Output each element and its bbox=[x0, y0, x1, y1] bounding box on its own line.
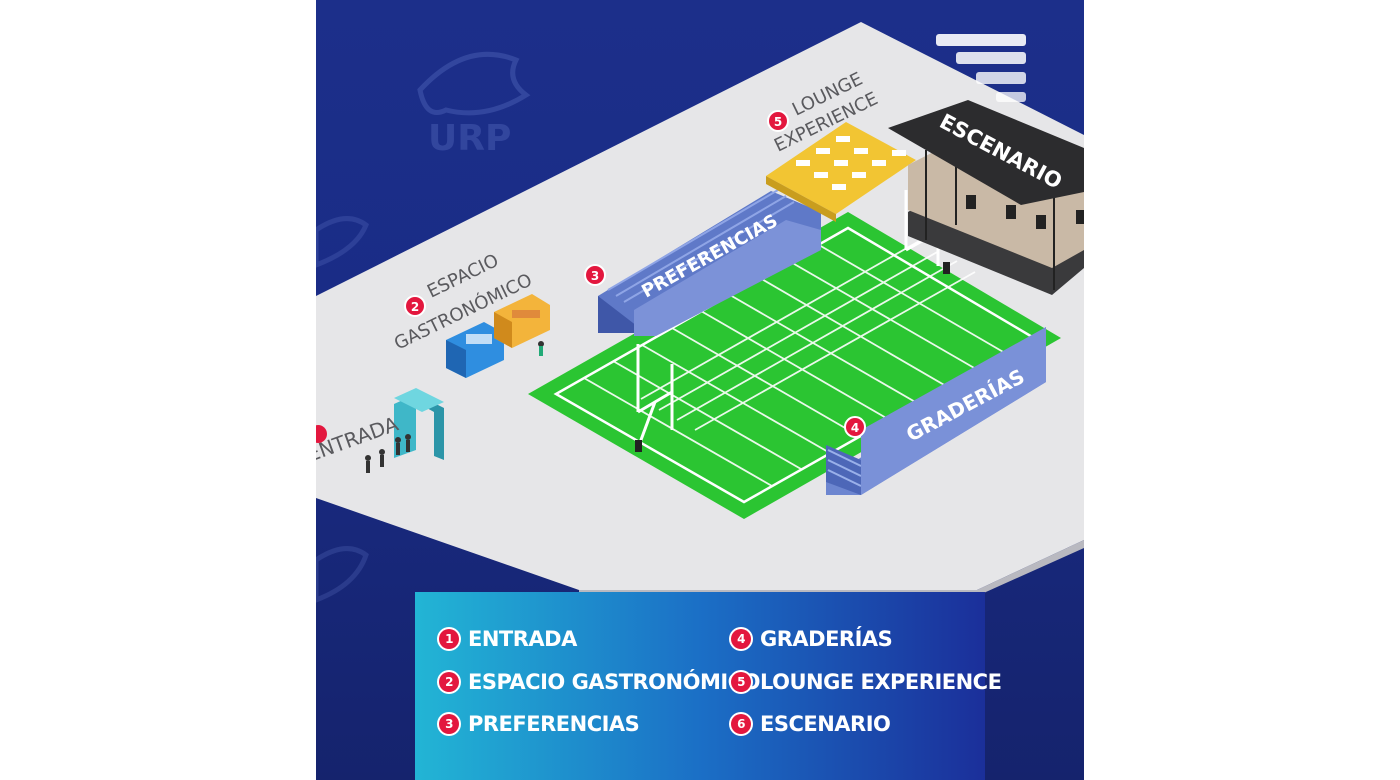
stage-roof bbox=[888, 100, 1084, 205]
event-map-canvas: URP bbox=[316, 0, 1084, 780]
legend-label: LOUNGE EXPERIENCE bbox=[760, 670, 1002, 694]
legend-number: 1 bbox=[439, 629, 459, 649]
marker-1 bbox=[316, 425, 327, 443]
marker-2-number: 2 bbox=[411, 300, 419, 314]
legend-item-graderias: 4 GRADERÍAS bbox=[731, 627, 893, 651]
lounge-area bbox=[766, 122, 916, 222]
marker-3-number: 3 bbox=[591, 269, 599, 283]
legend-number: 3 bbox=[439, 714, 459, 734]
watermark-text: URP bbox=[428, 118, 511, 159]
legend-label: ENTRADA bbox=[468, 627, 577, 651]
marker-2: 2 bbox=[404, 295, 426, 317]
legend-item-escenario: 6 ESCENARIO bbox=[731, 712, 891, 736]
legend-label: GRADERÍAS bbox=[760, 627, 893, 651]
floor-edge-shadow bbox=[579, 540, 1084, 596]
legend-label: ESPACIO GASTRONÓMICO bbox=[468, 670, 760, 694]
entrance-people bbox=[365, 434, 411, 473]
legend-number: 4 bbox=[731, 629, 751, 649]
marker-4-number: 4 bbox=[851, 421, 859, 435]
marker-5: 5 bbox=[767, 110, 789, 132]
legend-label: ESCENARIO bbox=[760, 712, 891, 736]
stadium-lights-icon bbox=[936, 34, 1026, 102]
urp-watermark-logo: URP bbox=[417, 51, 531, 159]
venue-map: URP bbox=[316, 22, 1084, 603]
legend-number: 5 bbox=[731, 672, 751, 692]
food-stands bbox=[446, 294, 550, 378]
legend-item-lounge-experience: 5 LOUNGE EXPERIENCE bbox=[731, 670, 1002, 694]
legend-item-espacio-gastronomico: 2 ESPACIO GASTRONÓMICO bbox=[439, 670, 760, 694]
legend-number: 6 bbox=[731, 714, 751, 734]
legend-label: PREFERENCIAS bbox=[468, 712, 640, 736]
marker-4: 4 bbox=[844, 416, 866, 438]
watermark-logo-left bbox=[316, 216, 370, 603]
legend-item-preferencias: 3 PREFERENCIAS bbox=[439, 712, 640, 736]
marker-3: 3 bbox=[584, 264, 606, 286]
legend-item-entrada: 1 ENTRADA bbox=[439, 627, 577, 651]
legend-number: 2 bbox=[439, 672, 459, 692]
legend-panel: 1 ENTRADA 2 ESPACIO GASTRONÓMICO 3 PREFE… bbox=[415, 592, 1002, 780]
marker-5-number: 5 bbox=[774, 115, 782, 129]
